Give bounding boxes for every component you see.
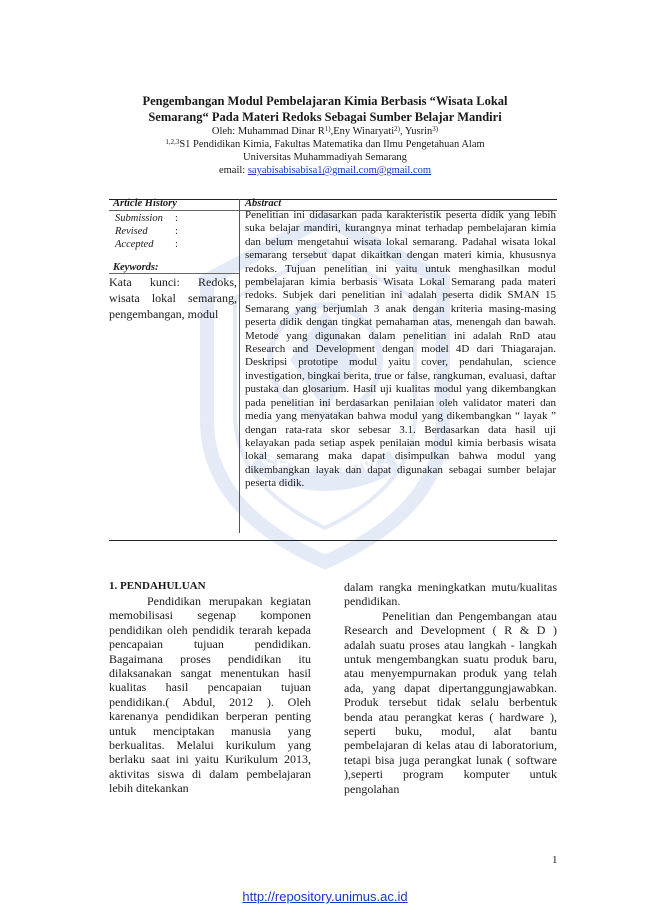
repository-link[interactable]: http://repository.unimus.ac.id — [242, 889, 408, 904]
page-number: 1 — [552, 854, 558, 866]
author-1-sup: 1) — [324, 125, 331, 133]
body-right-column: dalam rangka meningkatkan mutu/kualitas … — [344, 580, 557, 796]
keywords-text: Kata kunci: Redoks, wisata lokal semaran… — [109, 275, 237, 321]
email-label: email: — [218, 165, 248, 176]
table-header-rule — [109, 210, 557, 211]
table-top-rule — [109, 199, 557, 200]
body-left-column: Pendidikan merupakan kegiatan memobilisa… — [109, 594, 311, 796]
keywords-rule — [109, 273, 239, 274]
paper-title: Pengembangan Modul Pembelajaran Kimia Be… — [60, 93, 590, 125]
body-paragraph: Pendidikan merupakan kegiatan memobilisa… — [109, 594, 311, 796]
authors-line: Oleh: Muhammad Dinar R1),Eny Winaryati2)… — [60, 125, 590, 138]
author-2-sup: 2) — [394, 125, 400, 133]
author-3: , Yusrin — [399, 126, 433, 137]
title-line-1: Pengembangan Modul Pembelajaran Kimia Be… — [142, 94, 508, 108]
affiliation-line: 1,2,3S1 Pendidikan Kimia, Fakultas Matem… — [60, 138, 590, 151]
abstract-text: Penelitian ini didasarkan pada karakteri… — [245, 209, 556, 490]
abstract-heading: Abstract — [245, 198, 282, 209]
accepted-label: Accepted — [115, 239, 154, 250]
author-1: Oleh: Muhammad Dinar R — [211, 126, 325, 137]
affiliation-sup: 1,2,3 — [165, 138, 180, 146]
submission-label: Submission — [115, 213, 163, 224]
email-link[interactable]: sayabisabisabisa1@gmail.com@gmail.com — [247, 165, 432, 176]
university-line: Universitas Muhammadiyah Semarang — [243, 152, 407, 163]
article-history-heading: Article History — [113, 198, 177, 209]
table-bottom-rule — [109, 540, 557, 541]
keywords-heading: Keywords: — [113, 262, 159, 273]
accepted-colon: : — [175, 239, 178, 250]
body-paragraph-continued: dalam rangka meningkatkan mutu/kualitas … — [344, 580, 557, 609]
revised-label: Revised — [115, 226, 148, 237]
email-line: email: sayabisabisabisa1@gmail.com@gmail… — [60, 164, 590, 177]
footer: http://repository.unimus.ac.id — [0, 889, 650, 904]
revised-colon: : — [175, 226, 178, 237]
submission-colon: : — [175, 213, 178, 224]
author-2: ,Eny Winaryati — [330, 126, 395, 137]
table-column-divider — [239, 199, 240, 533]
affiliation: S1 Pendidikan Kimia, Fakultas Matematika… — [179, 139, 485, 150]
body-paragraph: Penelitian dan Pengembangan atau Researc… — [344, 608, 557, 796]
section-heading: 1. PENDAHULUAN — [109, 580, 206, 592]
author-3-sup: 3) — [432, 125, 439, 133]
title-line-2: Semarang“ Pada Materi Redoks Sebagai Sum… — [148, 110, 502, 124]
